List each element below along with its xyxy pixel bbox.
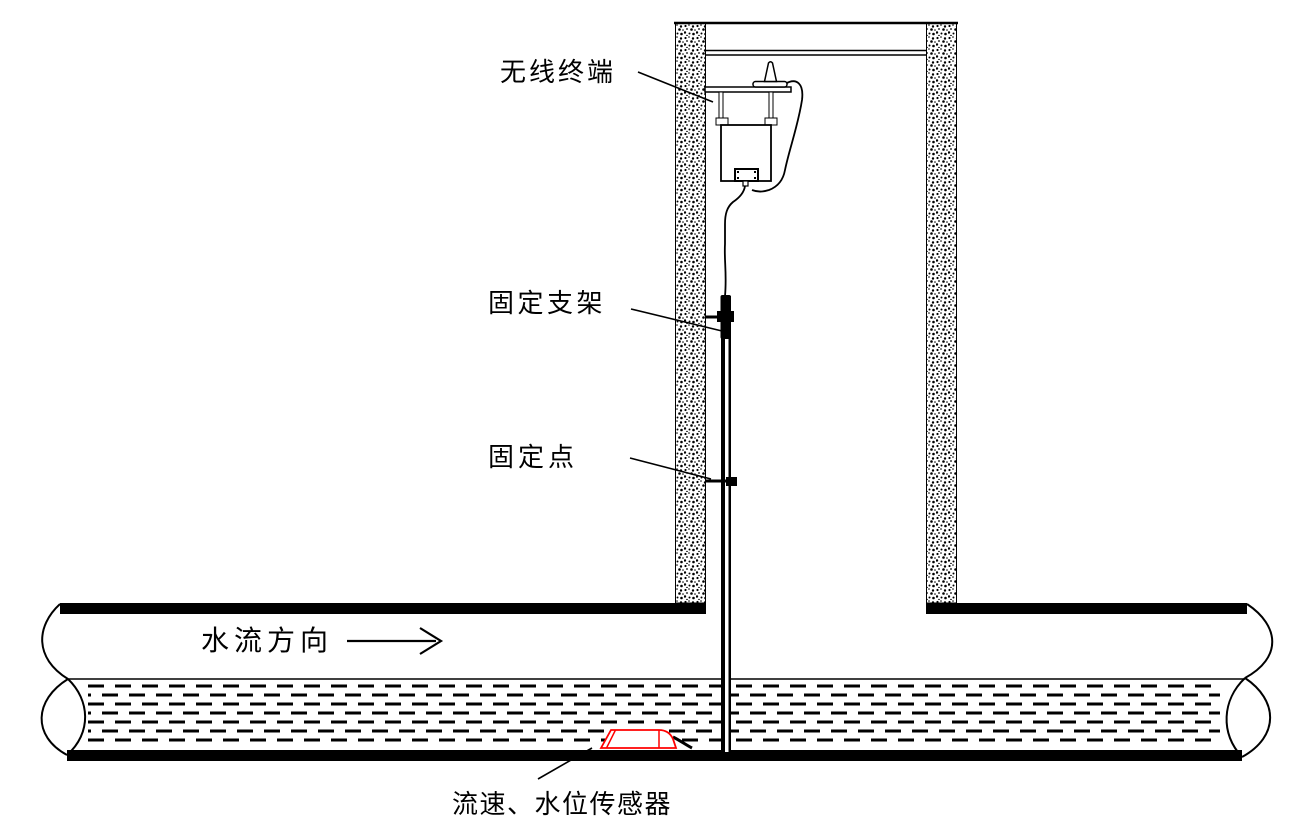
connector-pin	[737, 177, 739, 179]
sensor-cable	[672, 735, 693, 750]
bracket-collar-lower	[726, 477, 737, 486]
label-fixed-point: 固定点	[488, 443, 578, 472]
wireless-terminal-device	[704, 61, 804, 297]
bracket-collar-upper	[717, 311, 734, 322]
hanger-plate	[704, 86, 792, 93]
sensor-inner-edge	[605, 729, 617, 749]
mounting-rod	[706, 295, 737, 752]
hanger-foot-left	[715, 117, 729, 126]
pipe-top-wall-left	[60, 603, 706, 614]
break-arc	[66, 678, 87, 756]
pipe-break-right	[1225, 603, 1274, 758]
rod-right-bar	[728, 296, 731, 752]
break-arc	[40, 678, 69, 756]
antenna-base-disc	[752, 80, 788, 88]
leader-wireless-terminal	[637, 71, 714, 103]
hanger-rod-right	[768, 91, 774, 119]
label-velocity-level-sensor: 流速、水位传感器	[452, 790, 672, 819]
labels: 无线终端 固定支架 固定点 水流方向 流速、水位传感器	[201, 58, 672, 819]
break-arc	[1225, 677, 1246, 758]
pipe-channel	[40, 603, 1274, 761]
antenna-cable	[751, 80, 804, 193]
antenna-cone	[763, 61, 778, 83]
sensor-body	[599, 729, 678, 749]
break-arc	[1244, 603, 1274, 679]
terminal-connector	[734, 168, 759, 182]
leader-fixed-bracket	[630, 308, 723, 332]
break-arc	[41, 603, 69, 680]
pipe-break-left	[40, 603, 87, 756]
flow-arrow-head	[419, 627, 444, 655]
label-flow-direction: 水流方向	[201, 625, 333, 657]
hanger-foot-right	[764, 117, 778, 126]
connector-pin	[754, 171, 756, 173]
flow-sensor	[599, 729, 693, 750]
connector-pin	[737, 171, 739, 173]
leader-sensor	[537, 747, 593, 780]
pipe-top-wall-right	[926, 603, 1247, 614]
rod-left-bar	[721, 296, 725, 752]
shaft-wall-right	[926, 22, 957, 604]
rod-core	[721, 296, 731, 752]
pipe-bottom-wall	[67, 750, 1242, 761]
flow-direction-indicator	[347, 627, 444, 655]
connector-stub	[742, 180, 749, 187]
label-fixed-bracket: 固定支架	[488, 289, 606, 318]
shaft-wall-left	[675, 22, 706, 604]
hanger-rod-left	[718, 91, 724, 119]
break-arc	[1241, 677, 1271, 758]
label-wireless-terminal: 无线终端	[500, 58, 616, 87]
terminal-cable	[723, 185, 746, 297]
leader-lines	[537, 71, 723, 780]
manhole-shaft	[674, 21, 958, 604]
connector-pin	[754, 177, 756, 179]
leader-fixed-point	[629, 457, 712, 480]
